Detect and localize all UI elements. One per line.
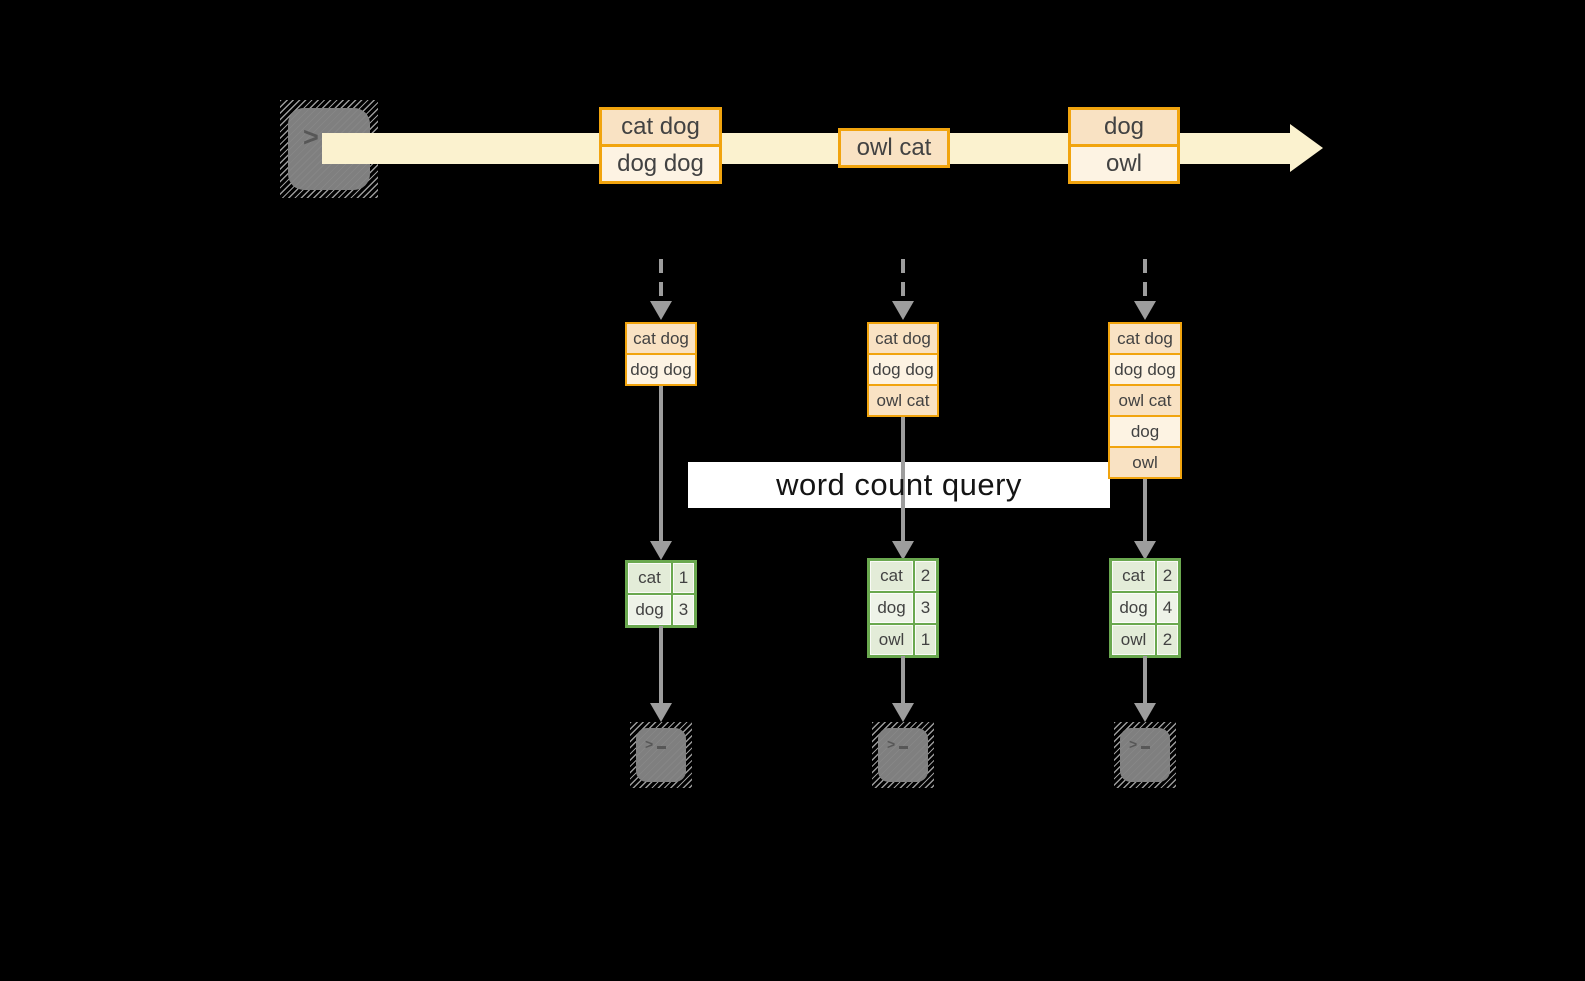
word-cell: cat	[628, 563, 671, 593]
dashed-arrow-line	[659, 259, 663, 302]
count-cell: 2	[1157, 625, 1178, 655]
count-cell: 1	[673, 563, 694, 593]
query-label: word count query	[776, 467, 1022, 502]
buffer-row: cat dog	[1108, 322, 1182, 355]
message-line: owl	[1068, 144, 1180, 184]
dashed-arrowhead-icon	[650, 301, 672, 320]
count-cell: 1	[915, 625, 936, 655]
message-line: dog	[1068, 107, 1180, 147]
terminal-body: >	[636, 728, 686, 782]
query-band: word count query	[688, 462, 1110, 508]
prompt-chevron-icon: >	[887, 736, 896, 752]
count-cell: 2	[915, 561, 936, 591]
flow-arrowhead-icon	[650, 541, 672, 560]
prompt-chevron-icon: >	[303, 122, 319, 152]
prompt-underscore-icon	[657, 746, 667, 749]
buffer-row: dog	[1108, 415, 1182, 448]
buffer-row: dog dog	[867, 353, 939, 386]
flow-arrowhead-icon	[892, 703, 914, 722]
terminal-prompt: >	[1129, 737, 1170, 751]
word-cell: owl	[870, 625, 913, 655]
flow-arrow-line	[659, 626, 663, 703]
count-cell: 2	[1157, 561, 1178, 591]
terminal-body: >	[1120, 728, 1170, 782]
flow-arrow-line	[901, 415, 905, 541]
count-cell: 3	[915, 593, 936, 623]
flow-arrow-line	[1143, 477, 1147, 541]
buffer-row: cat dog	[625, 322, 697, 355]
terminal-prompt: >	[887, 737, 928, 751]
sink-terminal-icon-3: >	[1114, 722, 1176, 788]
message-line: owl cat	[838, 128, 950, 168]
word-cell: cat	[870, 561, 913, 591]
buffer-row: dog dog	[625, 353, 697, 386]
sink-terminal-icon-1: >	[630, 722, 692, 788]
terminal-body: >	[878, 728, 928, 782]
sink-terminal-icon-2: >	[872, 722, 934, 788]
prompt-underscore-icon	[899, 746, 909, 749]
dashed-arrowhead-icon	[892, 301, 914, 320]
buffer-row: dog dog	[1108, 353, 1182, 386]
stream-message-2: owl cat	[838, 128, 950, 168]
word-cell: dog	[870, 593, 913, 623]
flow-arrowhead-icon	[1134, 541, 1156, 560]
dashed-arrowhead-icon	[1134, 301, 1156, 320]
buffer-row: cat dog	[867, 322, 939, 355]
buffer-row: owl cat	[867, 384, 939, 417]
stream-arrowhead-icon	[1290, 124, 1323, 172]
word-cell: dog	[1112, 593, 1155, 623]
word-cell: dog	[628, 595, 671, 625]
flow-arrowhead-icon	[650, 703, 672, 722]
prompt-underscore-icon	[1141, 746, 1151, 749]
prompt-chevron-icon: >	[645, 736, 654, 752]
flow-arrowhead-icon	[1134, 703, 1156, 722]
dashed-arrow-line	[1143, 259, 1147, 302]
count-cell: 3	[673, 595, 694, 625]
flow-arrow-line	[901, 656, 905, 703]
buffer-row: owl cat	[1108, 384, 1182, 417]
prompt-chevron-icon: >	[1129, 736, 1138, 752]
buffer-row: owl	[1108, 446, 1182, 479]
word-cell: cat	[1112, 561, 1155, 591]
flow-arrow-line	[659, 384, 663, 541]
count-cell: 4	[1157, 593, 1178, 623]
flow-arrowhead-icon	[892, 541, 914, 560]
message-line: cat dog	[599, 107, 722, 147]
word-cell: owl	[1112, 625, 1155, 655]
dashed-arrow-line	[901, 259, 905, 302]
flow-arrow-line	[1143, 656, 1147, 703]
terminal-prompt: >	[645, 737, 686, 751]
message-line: dog dog	[599, 144, 722, 184]
